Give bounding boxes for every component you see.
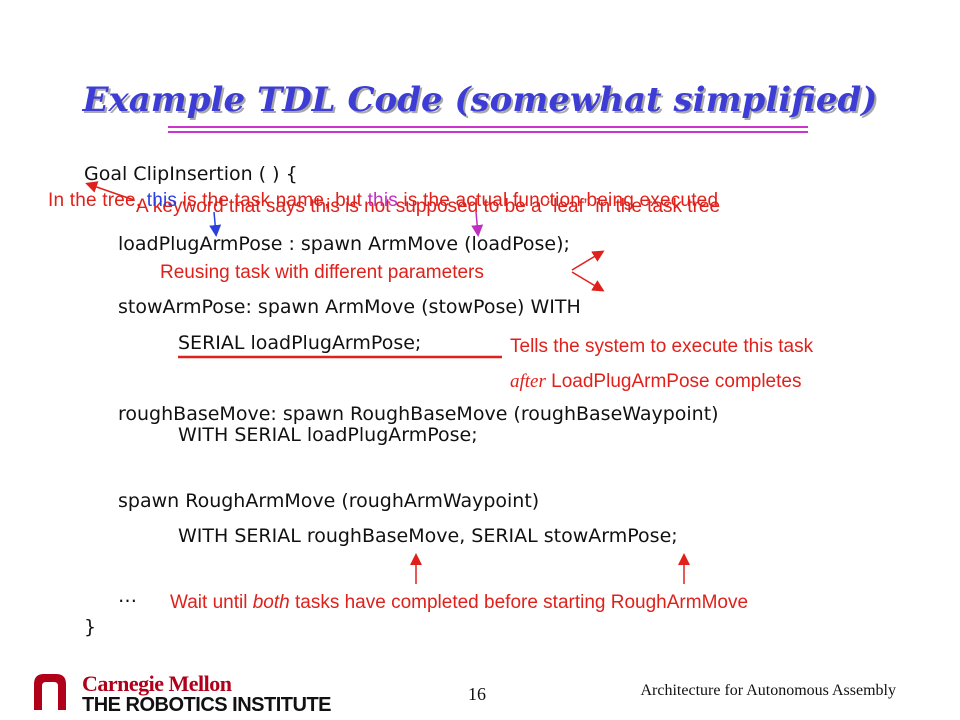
arrow-to-task-name: [209, 211, 222, 237]
annotation-wait: Wait until both tasks have completed bef…: [170, 592, 748, 614]
annotation-tells: Tells the system to execute this task: [510, 336, 814, 357]
annotation-after: after LoadPlugArmPose completes: [510, 371, 801, 393]
arrow-to-goal-keyword: [85, 181, 135, 201]
arrow-to-function: [471, 211, 484, 237]
arrow-reuse-down: [571, 271, 605, 292]
arrow-reuse-up: [571, 250, 605, 271]
code-line-roughbase: roughBaseMove: spawn RoughBaseMove (roug…: [118, 403, 719, 425]
code-line-loadplug: loadPlugArmPose : spawn ArmMove (loadPos…: [118, 233, 570, 255]
annotation-tree-text-3: is the actual function being executed: [397, 190, 719, 211]
code-line-roughbase-with: WITH SERIAL loadPlugArmPose;: [178, 424, 478, 446]
logo-carnegie-mellon: Carnegie Mellon: [82, 671, 232, 696]
annotation-reuse: Reusing task with different parameters: [160, 262, 484, 283]
code-line-goal: Goal ClipInsertion ( ) {: [84, 163, 298, 185]
title-rule-bottom: [168, 131, 808, 133]
title-rule-top: [168, 126, 808, 128]
annotation-keyword: A keyword that says this is not supposed…: [136, 196, 721, 217]
slide-title: Example TDL Code (somewhat simplified): [82, 80, 878, 120]
code-line-serial-loadplug: SERIAL loadPlugArmPose;: [178, 332, 422, 354]
page-number: 16: [468, 684, 486, 704]
code-line-close-brace: }: [84, 616, 97, 638]
robotics-institute-logo-icon: [30, 672, 70, 712]
code-line-stowarm: stowArmPose: spawn ArmMove (stowPose) WI…: [118, 296, 581, 318]
annotation-wait-text-2: tasks have completed before starting Rou…: [289, 592, 749, 613]
code-line-rougharm: spawn RoughArmMove (roughArmWaypoint): [118, 490, 540, 512]
annotation-tree: In the tree, this is the task name, but …: [48, 190, 718, 212]
footer-course-title: Architecture for Autonomous Assembly: [640, 682, 896, 699]
annotation-wait-both: both: [252, 592, 290, 613]
annotation-tree-this-function: this: [367, 190, 398, 211]
annotation-wait-text-1: Wait until: [170, 592, 253, 613]
code-line-rougharm-with: WITH SERIAL roughBaseMove, SERIAL stowAr…: [178, 525, 678, 547]
annotation-tree-this-task: this: [146, 190, 178, 211]
logo-robotics-institute: THE ROBOTICS INSTITUTE: [82, 694, 332, 716]
annotation-after-rest: LoadPlugArmPose completes: [545, 371, 802, 392]
annotation-tree-text-1: In the tree,: [48, 190, 147, 211]
annotation-after-word: after: [510, 371, 546, 392]
code-line-ellipsis: …: [118, 585, 137, 607]
annotation-tree-text-2: is the task name, but: [177, 190, 368, 211]
